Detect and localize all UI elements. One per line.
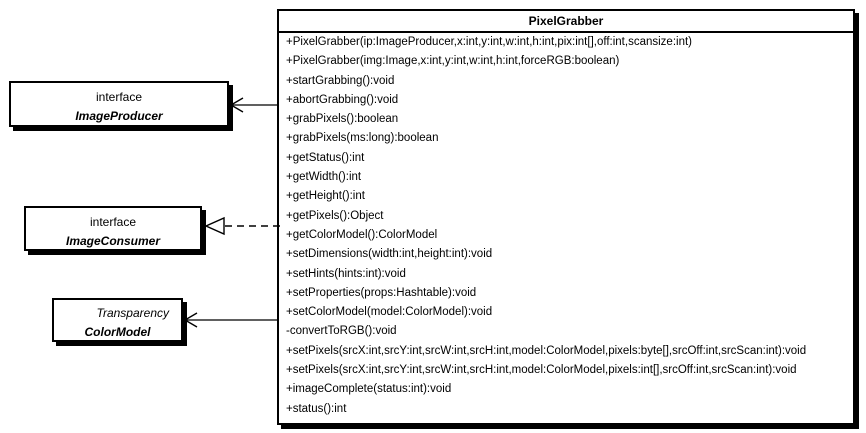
member-row: +getColorModel():ColorModel <box>286 228 438 241</box>
stereotype-label-imageconsumer: interface <box>89 215 137 229</box>
class-box-pixelgrabber[interactable]: PixelGrabber +PixelGrabber(ip:ImageProdu… <box>277 9 855 425</box>
hollow-triangle-arrowhead-icon <box>204 216 225 236</box>
class-box-colormodel[interactable]: Transparency ColorModel <box>52 298 183 342</box>
member-row: +setPixels(srcX:int,srcY:int,srcW:int,sr… <box>286 364 797 377</box>
open-arrowhead-icon <box>183 312 198 328</box>
member-row: +setDimensions(width:int,height:int):voi… <box>286 248 493 261</box>
member-row: -convertToRGB():void <box>286 325 397 338</box>
connector-imageconsumer-svg <box>204 216 280 236</box>
connector-imageproducer[interactable] <box>229 96 279 114</box>
member-row: +getHeight():int <box>286 190 365 203</box>
member-row: +imageComplete(status:int):void <box>286 383 452 396</box>
member-row: +status():int <box>286 402 347 415</box>
member-row: +grabPixels():boolean <box>286 113 399 126</box>
member-row: +grabPixels(ms:long):boolean <box>286 132 439 145</box>
member-row: +getStatus():int <box>286 151 365 164</box>
member-row: +PixelGrabber(img:Image,x:int,y:int,w:in… <box>286 55 620 68</box>
member-row: +getPixels():Object <box>286 209 384 222</box>
member-row: +setPixels(srcX:int,srcY:int,srcW:int,sr… <box>286 344 807 357</box>
interface-box-imageproducer[interactable]: interface ImageProducer <box>9 81 229 127</box>
member-row: +PixelGrabber(ip:ImageProducer,x:int,y:i… <box>286 36 692 48</box>
connector-imageproducer-svg <box>229 97 277 113</box>
connector-colormodel-svg <box>183 312 277 328</box>
open-arrowhead-icon <box>229 97 244 113</box>
interface-name-imageconsumer: ImageConsumer <box>65 234 161 248</box>
member-row: +getWidth():int <box>286 171 362 184</box>
interface-name-imageproducer: ImageProducer <box>75 109 163 123</box>
member-row: +setHints(hints:int):void <box>286 267 406 280</box>
member-list: +PixelGrabber(ip:ImageProducer,x:int,y:i… <box>279 33 853 419</box>
member-row: +setColorModel(model:ColorModel):void <box>286 306 493 319</box>
stereotype-label-imageproducer: interface <box>95 90 143 104</box>
class-name-colormodel: ColorModel <box>84 325 151 339</box>
interface-box-imageconsumer[interactable]: interface ImageConsumer <box>24 206 202 251</box>
connector-imageconsumer[interactable] <box>202 216 282 236</box>
connector-colormodel[interactable] <box>183 311 279 329</box>
class-title-pixelgrabber: PixelGrabber <box>279 11 853 33</box>
member-row: +abortGrabbing():void <box>286 93 399 106</box>
member-row: +setProperties(props:Hashtable):void <box>286 286 477 299</box>
member-row: +startGrabbing():void <box>286 74 395 87</box>
stereotype-label-transparency: Transparency <box>96 306 169 320</box>
